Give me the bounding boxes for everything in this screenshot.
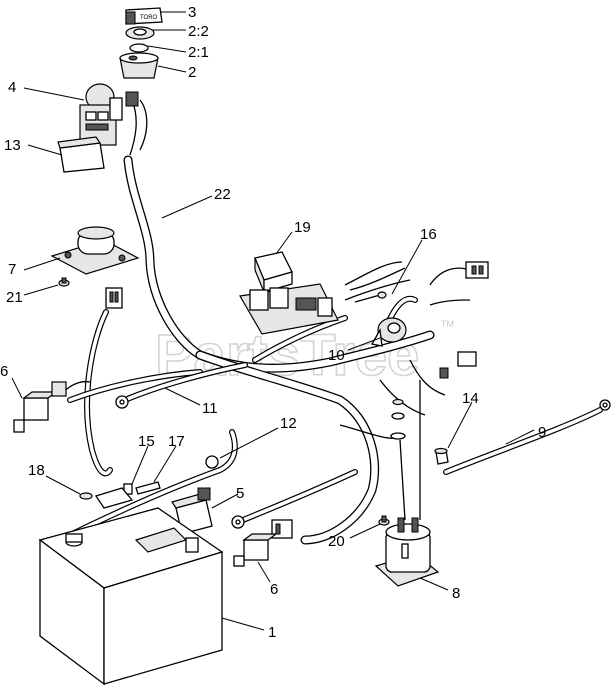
watermark-trademark: TM <box>441 319 454 329</box>
callout-20: 20 <box>328 533 345 550</box>
callout-6-left: 6 <box>0 363 8 380</box>
fuse-holder <box>370 317 407 347</box>
callout-7: 7 <box>8 261 16 278</box>
ground-wire <box>115 395 129 409</box>
bolt-17 <box>135 481 161 495</box>
cable-ends <box>231 469 358 539</box>
callout-15: 15 <box>138 433 155 450</box>
switch-nut <box>125 26 155 40</box>
callout-12: 12 <box>280 415 297 432</box>
switch-assembly <box>79 83 139 146</box>
terminal-boot <box>171 487 213 535</box>
callout-9: 9 <box>538 424 546 441</box>
switch-washer <box>129 43 149 53</box>
leader-lines <box>11 11 535 631</box>
callout-5: 5 <box>236 485 244 502</box>
starter-solenoid <box>374 517 440 587</box>
ignition-key: TORO <box>125 7 163 25</box>
callout-22: 22 <box>214 186 231 203</box>
callout-3: 3 <box>188 4 196 21</box>
battery-cable <box>443 399 611 475</box>
callout-17: 17 <box>168 433 185 450</box>
callout-2-2: 2:2 <box>188 23 209 40</box>
callout-21: 21 <box>6 289 23 306</box>
callouts: 3 2:2 2:1 2 4 13 22 7 21 19 16 10 11 6 1… <box>0 4 546 641</box>
battery-hardware <box>79 481 161 509</box>
callout-1: 1 <box>268 624 276 641</box>
callout-19: 19 <box>294 219 311 236</box>
callout-2-1: 2:1 <box>188 44 209 61</box>
solenoid-screw <box>378 515 390 526</box>
callout-18: 18 <box>28 462 45 479</box>
battery <box>38 507 224 686</box>
terminal-nut <box>434 447 449 465</box>
module-screw <box>58 277 70 287</box>
callout-14: 14 <box>462 390 479 407</box>
nut-18 <box>79 492 93 500</box>
safety-switch-left <box>13 381 67 433</box>
wiring-harness <box>67 155 435 545</box>
callout-13: 13 <box>4 137 21 154</box>
key-logo-text: TORO <box>140 15 158 21</box>
callout-16: 16 <box>420 226 437 243</box>
harness-plug-right <box>439 261 489 379</box>
callout-10: 10 <box>328 347 345 364</box>
callout-2: 2 <box>188 64 196 81</box>
control-module <box>50 226 140 275</box>
callout-6-lower: 6 <box>270 581 278 598</box>
lead-washers <box>390 398 406 440</box>
callout-11: 11 <box>202 400 218 417</box>
callout-8: 8 <box>452 585 460 602</box>
relay <box>254 251 293 293</box>
positive-cable <box>57 429 238 543</box>
harness-connector <box>105 287 123 309</box>
callout-4: 4 <box>8 79 16 96</box>
relay-wire <box>344 261 403 286</box>
connector-block <box>57 136 105 173</box>
bracket-screw <box>354 291 387 303</box>
washer-15 <box>123 483 133 495</box>
relay-bracket <box>239 283 339 335</box>
ignition-switch <box>119 52 159 79</box>
safety-switch-lower <box>233 533 278 567</box>
